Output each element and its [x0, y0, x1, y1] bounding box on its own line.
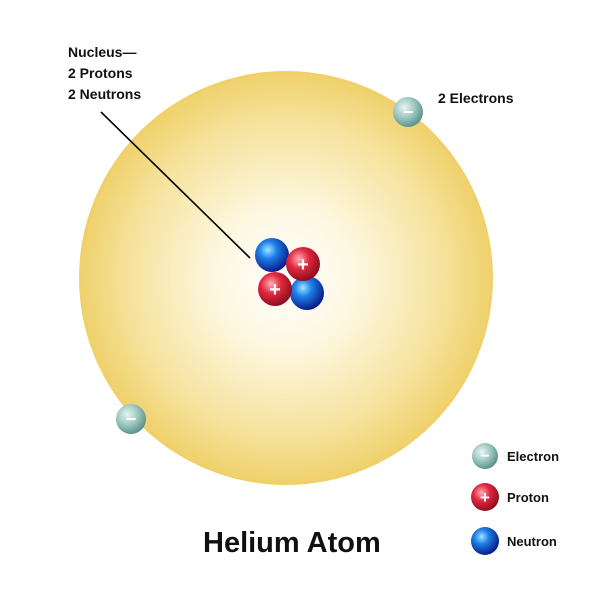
neutron-particle [255, 238, 289, 272]
legend-item-neutron: Neutron [471, 527, 557, 555]
proton-symbol: + [297, 254, 309, 276]
legend-electron-label: Electron [507, 449, 559, 464]
legend: − Electron + Proton Neutron [471, 443, 559, 555]
nucleus-label-line3: 2 Neutrons [68, 86, 141, 102]
diagram-title: Helium Atom [203, 527, 381, 559]
legend-electron-icon [472, 443, 498, 469]
legend-neutron-icon [471, 527, 499, 555]
nucleus-label-line1: Nucleus— [68, 44, 136, 60]
electrons-label: 2 Electrons [438, 90, 514, 106]
legend-proton-label: Proton [507, 490, 549, 505]
electron-symbol: − [403, 102, 414, 122]
legend-electron-symbol: − [480, 448, 489, 465]
electron-particle: − [116, 404, 146, 434]
legend-proton-icon [471, 483, 499, 511]
electron-symbol: − [126, 409, 137, 429]
nucleus: + + [255, 238, 324, 310]
legend-item-proton: + Proton [471, 483, 549, 511]
proton-particle: + [286, 247, 320, 281]
electron-particle: − [393, 97, 423, 127]
nucleus-pointer-line [100, 111, 251, 259]
legend-proton-symbol: + [480, 488, 490, 507]
legend-neutron-label: Neutron [507, 534, 557, 549]
nucleus-label-line2: 2 Protons [68, 65, 133, 81]
neutron-particle [290, 276, 324, 310]
legend-item-electron: − Electron [472, 443, 559, 469]
proton-symbol: + [269, 279, 281, 301]
proton-particle: + [258, 272, 292, 306]
